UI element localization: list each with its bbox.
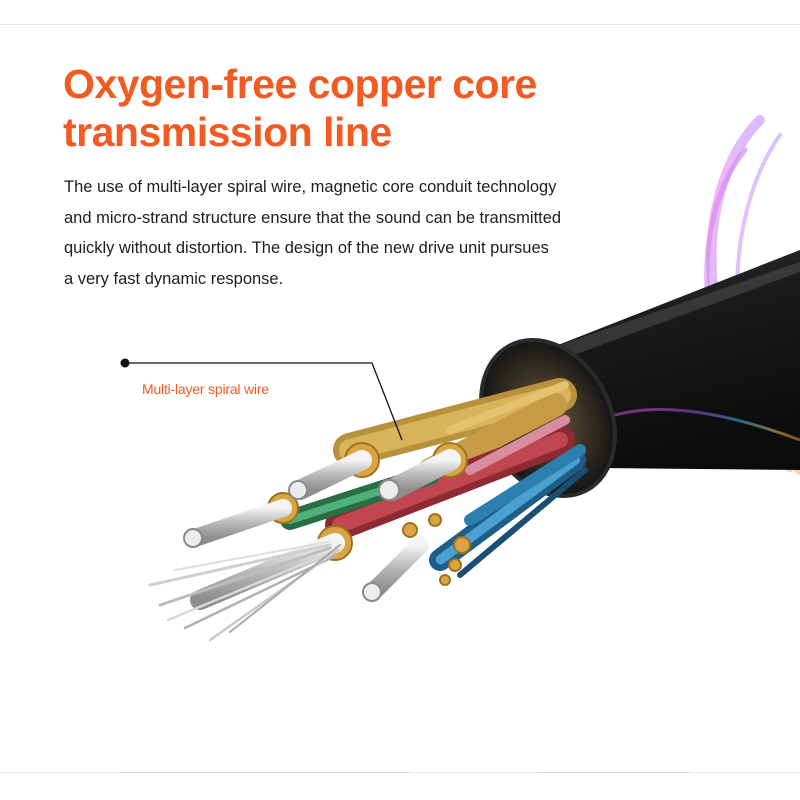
silver-wire-strands — [148, 449, 461, 642]
headline-line-2: transmission line — [63, 109, 392, 155]
description-line-2: and micro-strand structure ensure that t… — [64, 208, 562, 227]
feature-description: The use of multi-layer spiral wire, magn… — [64, 172, 644, 294]
page-headline: Oxygen-free copper core transmission lin… — [63, 60, 683, 156]
top-divider — [0, 24, 800, 25]
headline-line-1: Oxygen-free copper core — [63, 61, 537, 107]
callout-pointer — [120, 358, 403, 441]
bottom-divider-accent-left — [120, 772, 410, 773]
red-strand-bundle — [325, 415, 575, 540]
description-line-4: a very fast dynamic response. — [64, 269, 284, 288]
wire-end-faces — [183, 479, 400, 602]
description-line-3: quickly without distortion. The design o… — [64, 239, 549, 257]
bottom-divider-accent-right — [540, 772, 690, 773]
description-line-1: The use of multi-layer spiral wire, magn… — [64, 178, 557, 196]
callout-label-spiral-wire: Multi-layer spiral wire — [142, 381, 269, 397]
